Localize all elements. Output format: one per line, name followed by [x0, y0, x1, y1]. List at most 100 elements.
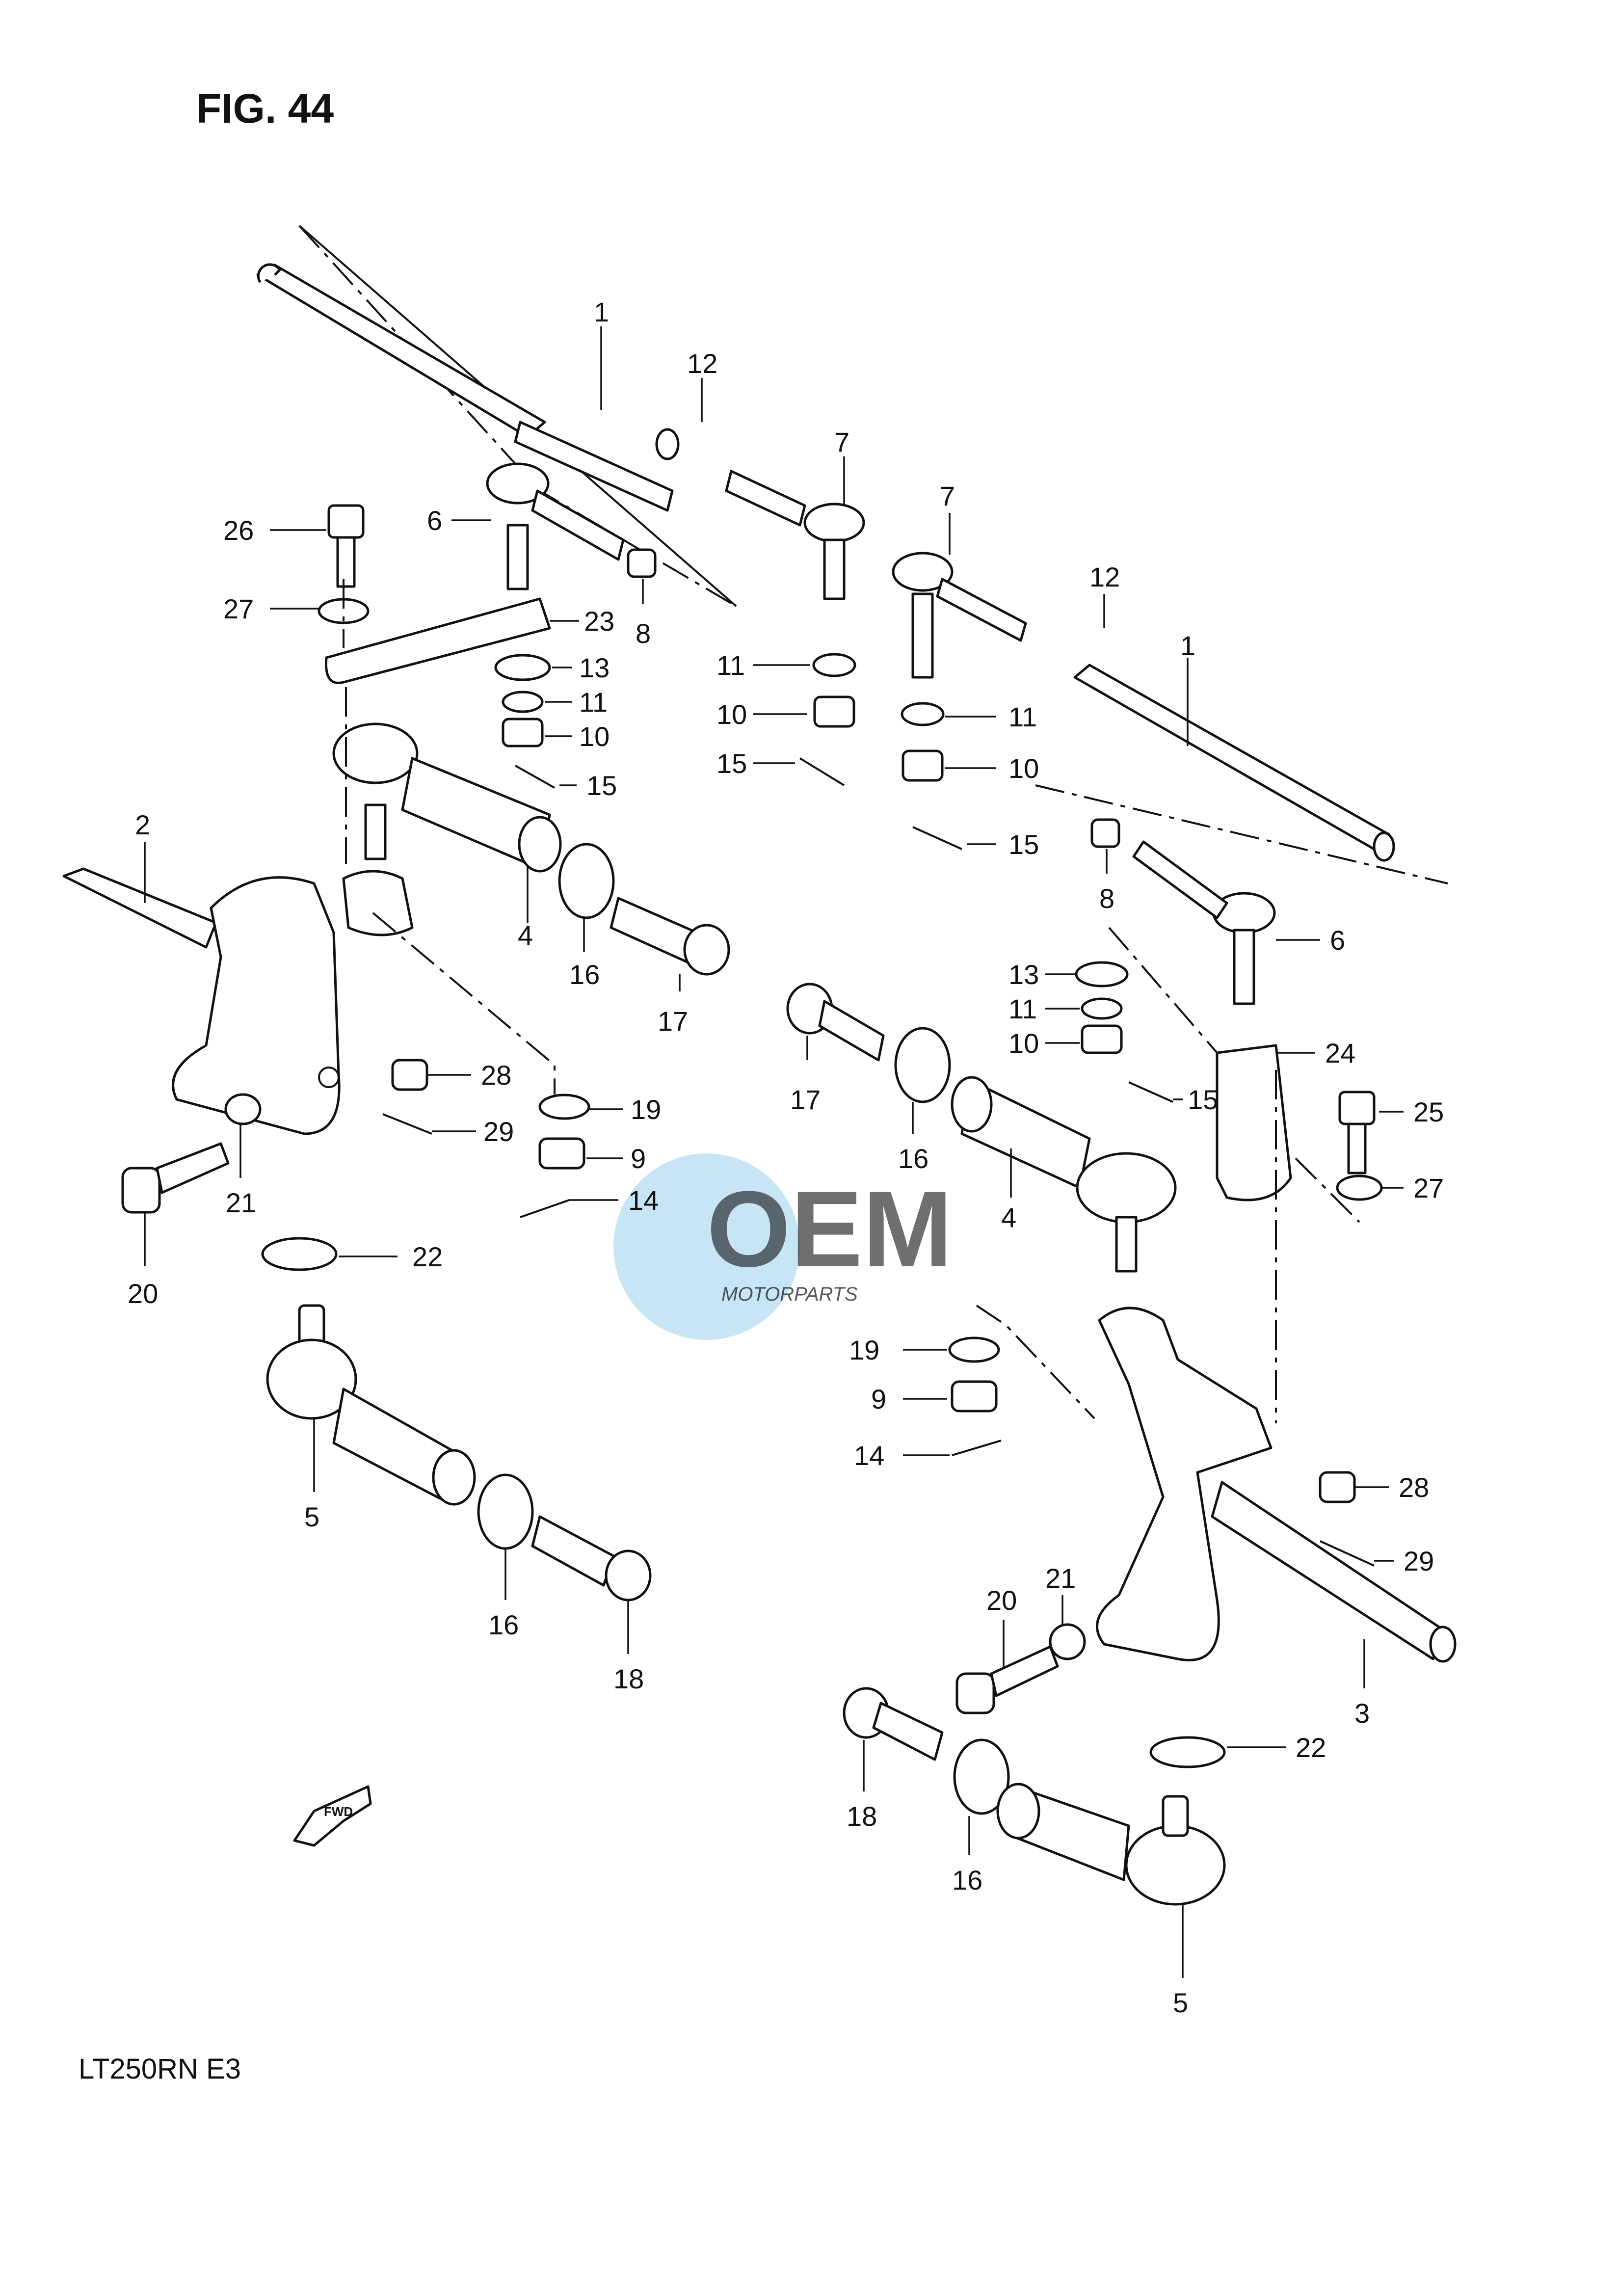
callout-15d: 15: [1188, 1084, 1218, 1115]
washer-nut-stack-center: [799, 653, 962, 850]
spacer-16c: [477, 1473, 534, 1550]
guide-line: [372, 912, 556, 1095]
nut-28b: [1319, 1471, 1356, 1503]
callout-11a: 11: [579, 687, 608, 718]
callout-24: 24: [1325, 1038, 1355, 1068]
washer-21a: [224, 1093, 262, 1125]
callout-11c: 11: [1008, 701, 1037, 732]
nut-28a: [391, 1059, 428, 1091]
watermark-sub: MOTORPARTS: [721, 1283, 858, 1305]
callout-7b: 7: [940, 481, 955, 511]
washer-21b: [1049, 1623, 1086, 1660]
callout-17b: 17: [790, 1084, 821, 1115]
callout-21b: 21: [1045, 1563, 1076, 1594]
globe-icon: [613, 1153, 800, 1340]
spacer-16d: [953, 1738, 1010, 1815]
callout-8b: 8: [1099, 883, 1114, 914]
bolt-25: [1338, 1091, 1376, 1175]
watermark-brand: OEM: [707, 1169, 953, 1289]
callout-22a: 22: [412, 1241, 443, 1272]
callout-2: 2: [135, 809, 150, 840]
callout-18a: 18: [613, 1663, 644, 1694]
tie-rod-end-7b: [892, 552, 1027, 679]
callout-23: 23: [584, 606, 614, 637]
guide-line: [1108, 927, 1218, 1054]
callout-14a: 14: [628, 1185, 659, 1216]
spacer-16a: [558, 843, 615, 919]
callout-29a: 29: [483, 1116, 514, 1147]
callout-22b: 22: [1296, 1732, 1326, 1763]
cotter-pin-14b: [952, 1440, 1002, 1456]
callout-15b: 15: [716, 748, 747, 779]
callout-26: 26: [223, 515, 254, 546]
knuckle-3: [1096, 1307, 1457, 1663]
washer-22a: [261, 1237, 338, 1271]
callout-11b: 11: [716, 650, 745, 681]
callout-5a: 5: [304, 1501, 319, 1532]
castle-nut-9b: [951, 1380, 998, 1413]
callout-29b: 29: [1404, 1546, 1434, 1576]
callout-4a: 4: [518, 920, 533, 951]
callout-14b: 14: [854, 1440, 884, 1471]
tie-rod-right: [1035, 664, 1448, 884]
callout-12b: 12: [1089, 561, 1120, 592]
callout-15a: 15: [586, 770, 617, 801]
callout-6a: 6: [427, 505, 442, 536]
washer-27b: [1336, 1175, 1383, 1201]
bolt-26: [327, 504, 365, 588]
figure-title: FIG. 44: [196, 85, 334, 132]
cotter-pin-14a: [520, 1199, 570, 1218]
rod-end-4b: [951, 1076, 1177, 1273]
steering-arm-23: [324, 597, 551, 684]
callout-20b: 20: [986, 1585, 1017, 1616]
callout-15c: 15: [1008, 829, 1039, 860]
steering-arm-24: [1216, 1044, 1292, 1201]
callout-28b: 28: [1399, 1472, 1429, 1503]
washer-nut-stack-right: [1075, 961, 1173, 1103]
callout-27b: 27: [1413, 1173, 1444, 1203]
tie-rod-end-7a: [725, 470, 865, 600]
callout-16a: 16: [569, 959, 600, 990]
callout-27a: 27: [223, 593, 254, 624]
callout-11d: 11: [1008, 993, 1037, 1024]
callout-6b: 6: [1330, 925, 1345, 956]
rod-end-5b: [996, 1783, 1226, 1906]
callout-10a: 10: [579, 721, 610, 752]
watermark: OEM MOTORPARTS: [613, 1153, 953, 1340]
callout-16b: 16: [898, 1143, 928, 1174]
guide-line: [1295, 1157, 1360, 1223]
knuckle-2: [62, 867, 414, 1135]
rod-end-4a: [332, 722, 562, 873]
callouts: 1 1 2 3 4 4 5 5 6 6 7 7 8 8 9 9 10 10: [128, 296, 1444, 2018]
bolt-20b: [955, 1645, 1059, 1714]
callout-3: 3: [1354, 1698, 1370, 1729]
callout-19b: 19: [849, 1335, 879, 1365]
callout-13a: 13: [579, 652, 610, 683]
bolt-18b: [843, 1687, 944, 1761]
fwd-label: FWD: [324, 1804, 353, 1819]
bolt-17a: [610, 897, 730, 976]
tie-rod-left: [256, 225, 737, 607]
callout-5b: 5: [1173, 1987, 1188, 2018]
callout-1a: 1: [594, 296, 609, 327]
callout-28a: 28: [481, 1060, 511, 1091]
bolt-18a: [531, 1515, 652, 1602]
cotter-pin-29b: [1320, 1540, 1375, 1567]
callout-25: 25: [1413, 1096, 1444, 1127]
washer-19a: [538, 1094, 590, 1120]
callout-1b: 1: [1180, 630, 1195, 661]
callout-4b: 4: [1001, 1202, 1016, 1233]
castle-nut-9a: [538, 1137, 585, 1170]
callout-12a: 12: [687, 348, 717, 379]
callout-21a: 21: [226, 1187, 256, 1218]
rod-end-5a: [266, 1304, 476, 1506]
callout-10c: 10: [1008, 753, 1039, 784]
washer-22b: [1149, 1736, 1226, 1768]
arrow-left-icon: [293, 1785, 372, 1847]
cotter-pin-29a: [382, 1113, 432, 1135]
bolt-20a: [121, 1142, 230, 1214]
callout-8a: 8: [636, 618, 651, 649]
callout-13b: 13: [1008, 959, 1039, 990]
